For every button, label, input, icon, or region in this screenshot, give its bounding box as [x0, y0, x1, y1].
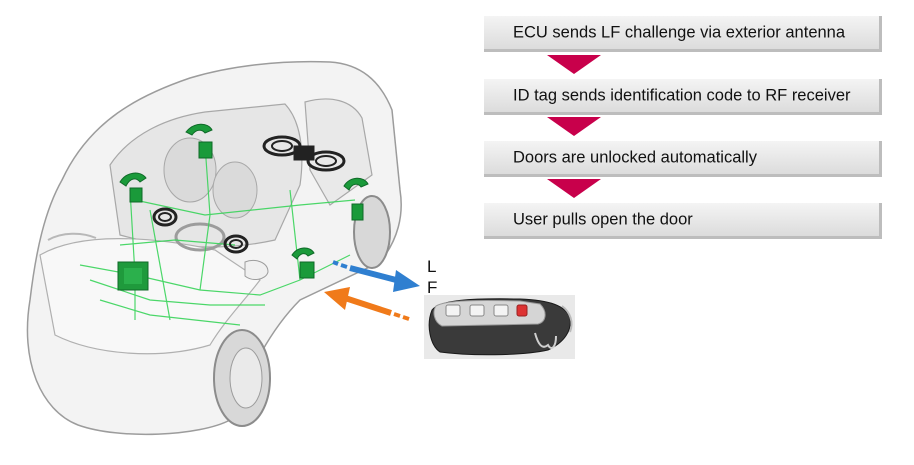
step-1-label: ECU sends LF challenge via exterior ante… — [513, 23, 846, 41]
step-3-box: Doors are unlocked automatically — [484, 141, 882, 177]
step-3-label: Doors are unlocked automatically — [513, 148, 757, 166]
antenna-door-icon — [291, 247, 315, 279]
coil-antennas — [152, 135, 346, 254]
lf-signal-arrow — [332, 260, 420, 292]
step-2-box: ID tag sends identification code to RF r… — [484, 79, 882, 115]
lf-label-l: L — [427, 257, 437, 276]
smart-key-fob — [424, 295, 575, 359]
step-4-box: User pulls open the door — [484, 203, 882, 239]
car-illustration — [26, 60, 402, 436]
step-2-label: ID tag sends identification code to RF r… — [513, 86, 851, 104]
ecu-module — [117, 261, 149, 291]
antenna-brackets — [119, 123, 369, 279]
antenna-rear-right-icon — [343, 177, 369, 221]
step-1-box: ECU sends LF challenge via exterior ante… — [484, 16, 882, 52]
step-arrow-1 — [547, 55, 601, 74]
step-arrow-2 — [547, 117, 601, 136]
rf-signal-arrow — [324, 287, 410, 321]
step-arrow-3 — [547, 179, 601, 198]
antenna-rear-roof-icon — [185, 123, 213, 159]
lf-label-f: F — [427, 278, 438, 297]
step-4-label: User pulls open the door — [513, 210, 693, 228]
antenna-front-left-icon — [119, 172, 147, 203]
